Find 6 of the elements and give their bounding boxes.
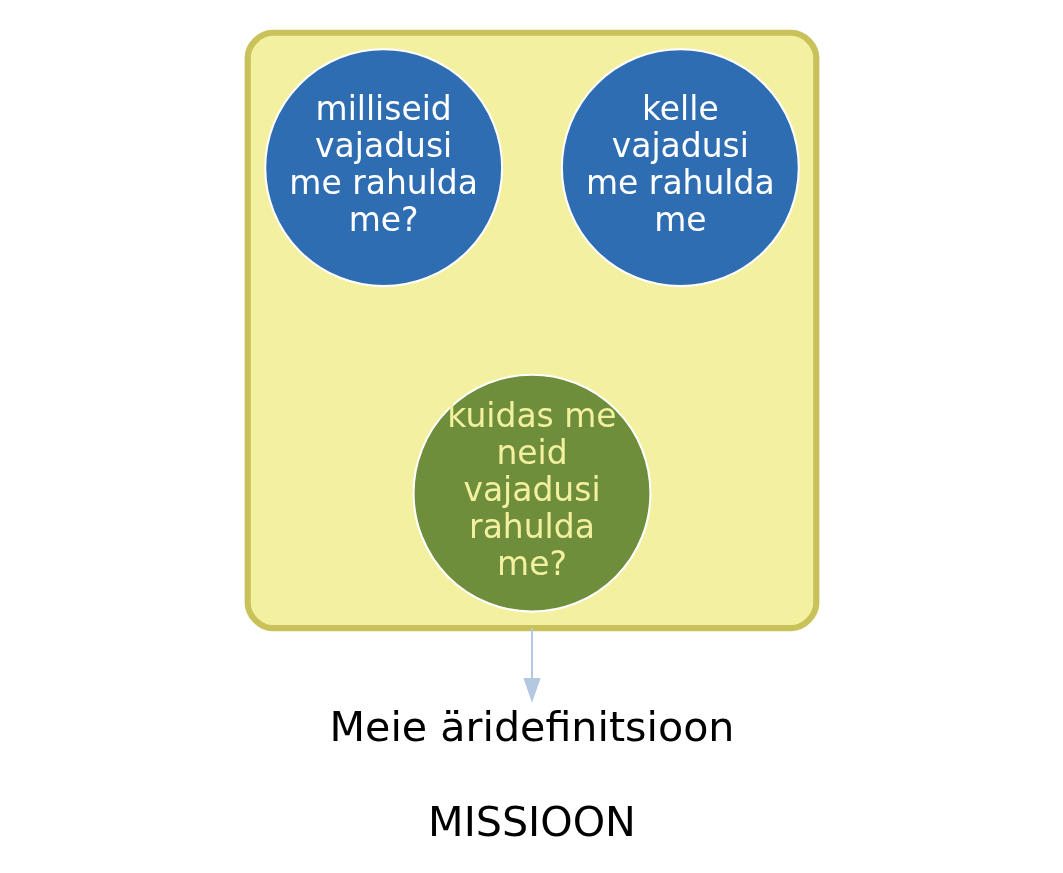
cluster bbox=[244, 29, 819, 632]
node-circle: milliseid vajadusi me rahulda me? bbox=[263, 48, 503, 288]
node-circle: kelle vajadusi me rahulda me bbox=[560, 48, 800, 288]
node-circle: kuidas me neid vajadusi rahulda me? bbox=[412, 373, 651, 613]
node-text: Meie äridefinitsioon MISSIOON bbox=[329, 703, 734, 847]
arrow bbox=[522, 628, 541, 703]
